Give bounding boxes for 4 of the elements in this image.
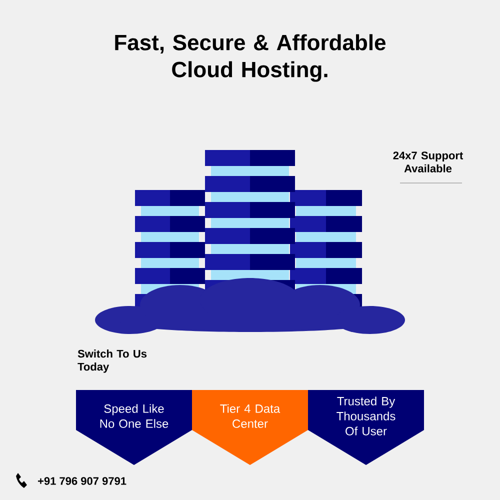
- support-note: 24x7 Support Available: [393, 152, 464, 172]
- switch-note: Switch To Us Today: [78, 350, 147, 373]
- phone-number: +91 796 907 9791: [38, 477, 126, 485]
- title: Fast, Secure & Affordable Cloud Hosting.: [115, 34, 386, 82]
